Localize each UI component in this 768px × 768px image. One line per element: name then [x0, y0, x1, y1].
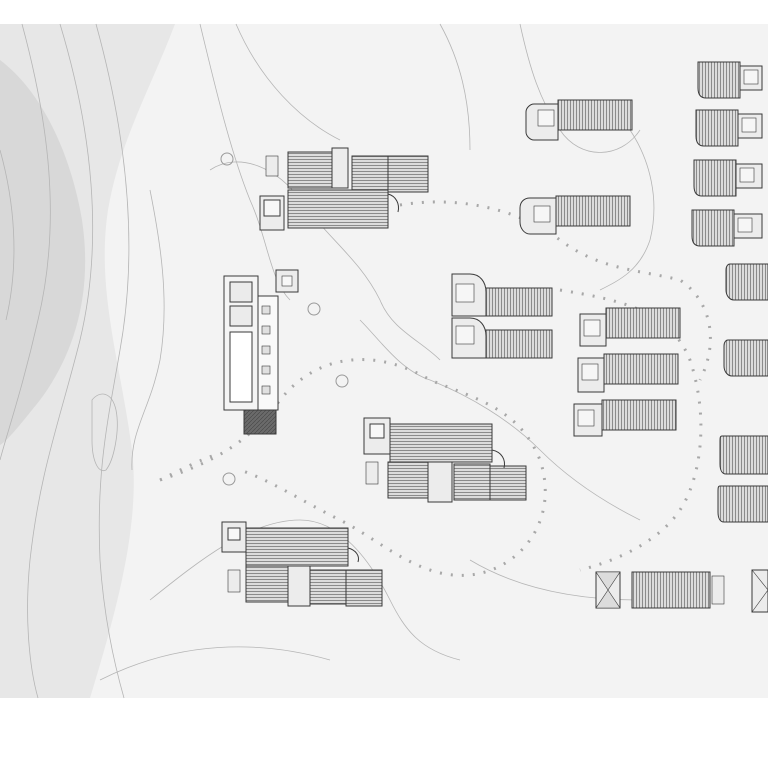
- community-building: [223, 269, 299, 435]
- building-cluster-a: [259, 147, 429, 231]
- building-cluster-c: [221, 521, 383, 607]
- building-cluster-e: [519, 99, 633, 235]
- dashed-path-east: [559, 288, 703, 572]
- building-cluster-g: [691, 61, 763, 247]
- building-cluster-f: [573, 307, 681, 437]
- dashed-paths: [159, 200, 712, 577]
- building-cluster-b: [363, 417, 527, 503]
- building-cluster-d: [451, 273, 553, 359]
- site-markers: [220, 152, 349, 486]
- building-cluster-h: [717, 263, 768, 523]
- dashed-path-west: [159, 453, 216, 482]
- building-cluster-i: [595, 569, 768, 613]
- terrain-slope-dark: [0, 60, 86, 445]
